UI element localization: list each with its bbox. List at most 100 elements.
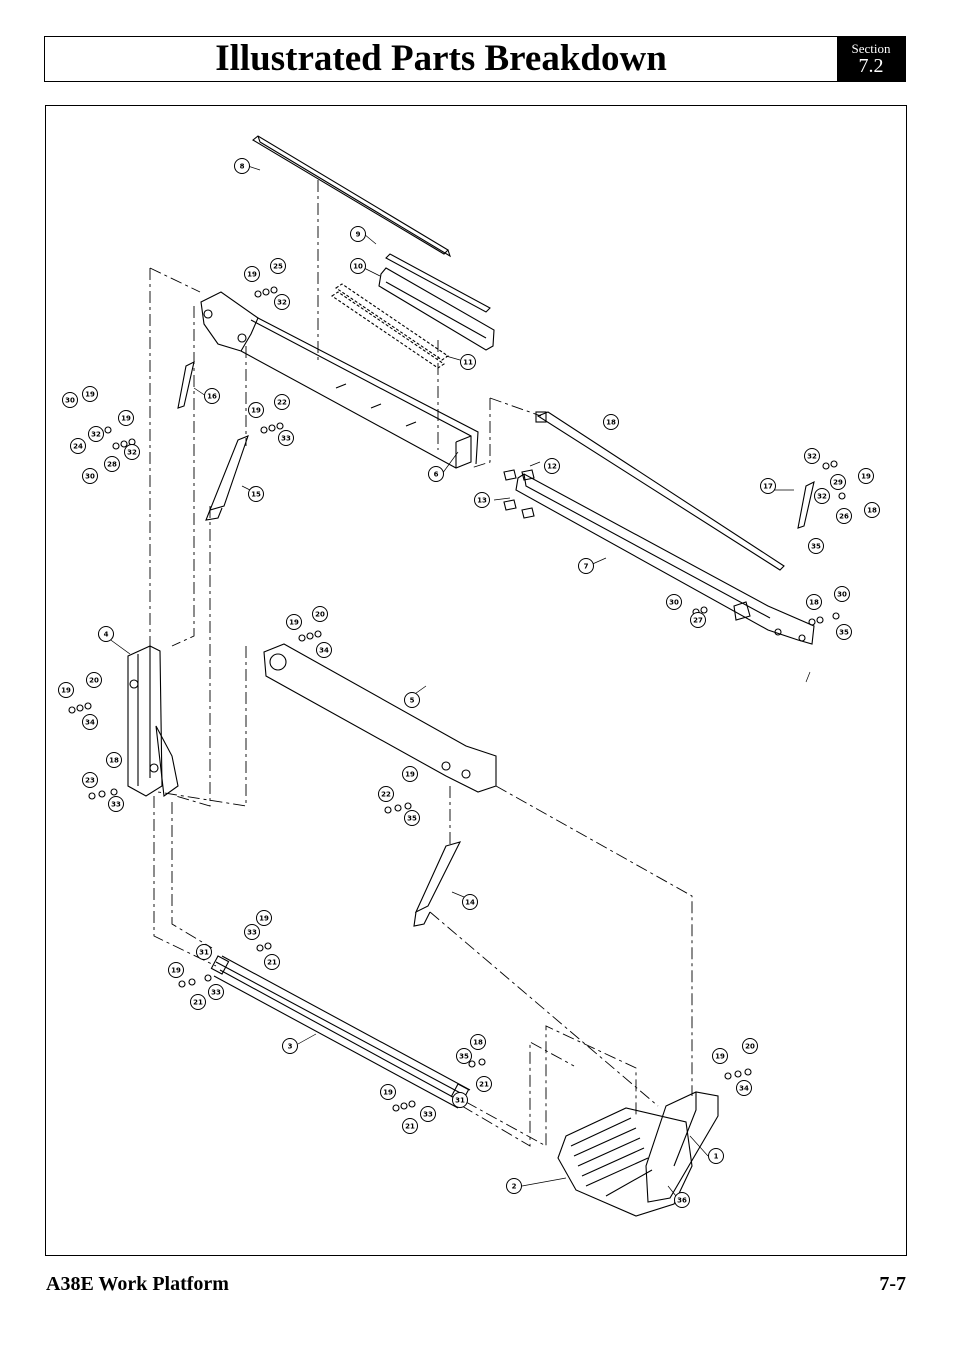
callout-19-g: 19 — [58, 682, 74, 698]
svg-text:18: 18 — [473, 1039, 483, 1047]
svg-text:15: 15 — [251, 491, 261, 499]
svg-text:31: 31 — [199, 949, 209, 957]
callout-18-e: 18 — [470, 1034, 486, 1050]
svg-text:30: 30 — [85, 473, 95, 481]
svg-text:33: 33 — [423, 1111, 433, 1119]
callout-21-d: 21 — [402, 1118, 418, 1134]
callout-18-d: 18 — [106, 752, 122, 768]
svg-text:14: 14 — [465, 899, 475, 907]
part-14-cylinder — [413, 841, 462, 927]
callout-19-i: 19 — [256, 910, 272, 926]
callout-33-d: 33 — [208, 984, 224, 1000]
svg-text:19: 19 — [171, 967, 181, 975]
callout-11: 11 — [460, 354, 476, 370]
callout-32-a: 32 — [274, 294, 290, 310]
svg-text:29: 29 — [833, 479, 843, 487]
svg-text:4: 4 — [104, 631, 109, 639]
svg-text:24: 24 — [73, 443, 83, 451]
page-title: Illustrated Parts Breakdown — [215, 38, 667, 79]
callout-1: 1 — [708, 1148, 724, 1164]
svg-text:10: 10 — [353, 263, 363, 271]
callout-22-a: 22 — [274, 394, 290, 410]
part-15-cylinder — [205, 435, 249, 521]
parts-diagram-frame: 8 9 10 11 6 18 12 13 7 17 15 16 4 5 14 3… — [45, 105, 907, 1256]
svg-text:19: 19 — [259, 915, 269, 923]
callout-13: 13 — [474, 492, 490, 508]
svg-text:23: 23 — [85, 777, 95, 785]
callout-19-d: 19 — [248, 402, 264, 418]
callout-32-d: 32 — [804, 448, 820, 464]
svg-text:20: 20 — [315, 611, 325, 619]
callout-33-a: 33 — [278, 430, 294, 446]
part-8-strip — [252, 135, 451, 258]
svg-text:32: 32 — [91, 431, 101, 439]
svg-text:28: 28 — [107, 461, 117, 469]
part-7-mid-boom — [515, 473, 815, 645]
callout-35-c: 35 — [404, 810, 420, 826]
callout-10: 10 — [350, 258, 366, 274]
callout-18-c: 18 — [806, 594, 822, 610]
section-badge: Section 7.2 — [837, 37, 905, 81]
callout-21-a: 21 — [264, 954, 280, 970]
callout-26: 26 — [836, 508, 852, 524]
callout-32-b: 32 — [88, 426, 104, 442]
callout-33-c: 33 — [244, 924, 260, 940]
hardware-glyphs — [68, 286, 846, 1112]
callout-19-c: 19 — [118, 410, 134, 426]
callout-19-h: 19 — [402, 766, 418, 782]
callout-22-b: 22 — [378, 786, 394, 802]
svg-text:27: 27 — [693, 617, 703, 625]
svg-text:25: 25 — [273, 263, 283, 271]
svg-text:19: 19 — [61, 687, 71, 695]
svg-text:19: 19 — [121, 415, 131, 423]
part-2-counterweight — [557, 1107, 693, 1217]
callout-19-e: 19 — [858, 468, 874, 484]
svg-text:22: 22 — [381, 791, 391, 799]
svg-text:33: 33 — [111, 801, 121, 809]
callout-balloons: 8 9 10 11 6 18 12 13 7 17 15 16 4 5 14 3… — [58, 158, 880, 1208]
section-number: 7.2 — [858, 55, 884, 77]
callout-20-c: 20 — [742, 1038, 758, 1054]
svg-text:34: 34 — [85, 719, 95, 727]
svg-text:19: 19 — [405, 771, 415, 779]
callout-30-a: 30 — [62, 392, 78, 408]
part-6-upper-boom — [200, 291, 479, 469]
svg-text:19: 19 — [85, 391, 95, 399]
svg-text:19: 19 — [715, 1053, 725, 1061]
svg-text:33: 33 — [247, 929, 257, 937]
callout-2: 2 — [506, 1178, 522, 1194]
svg-text:35: 35 — [839, 629, 849, 637]
callout-31-b: 31 — [452, 1092, 468, 1108]
svg-text:35: 35 — [459, 1053, 469, 1061]
callout-8: 8 — [234, 158, 250, 174]
part-5-lower-boom — [263, 643, 497, 793]
svg-text:11: 11 — [463, 359, 473, 367]
callout-4: 4 — [98, 626, 114, 642]
callout-19-l: 19 — [712, 1048, 728, 1064]
svg-text:19: 19 — [383, 1089, 393, 1097]
svg-text:3: 3 — [288, 1043, 293, 1051]
svg-text:34: 34 — [319, 647, 329, 655]
callout-36: 36 — [674, 1192, 690, 1208]
svg-text:5: 5 — [410, 697, 415, 705]
svg-text:30: 30 — [837, 591, 847, 599]
callout-19-f: 19 — [286, 614, 302, 630]
callout-19-b: 19 — [82, 386, 98, 402]
svg-text:16: 16 — [207, 393, 217, 401]
svg-text:17: 17 — [763, 483, 773, 491]
svg-text:7: 7 — [584, 563, 589, 571]
callout-35-d: 35 — [456, 1048, 472, 1064]
section-label: Section — [851, 41, 891, 56]
svg-text:31: 31 — [455, 1097, 465, 1105]
callout-21-b: 21 — [190, 994, 206, 1010]
svg-text:18: 18 — [109, 757, 119, 765]
svg-text:6: 6 — [434, 471, 439, 479]
svg-text:13: 13 — [477, 497, 487, 505]
callout-30-c: 30 — [666, 594, 682, 610]
callout-19-j: 19 — [168, 962, 184, 978]
callout-12: 12 — [544, 458, 560, 474]
callout-32-c: 32 — [124, 444, 140, 460]
callout-34-c: 34 — [736, 1080, 752, 1096]
callout-15: 15 — [248, 486, 264, 502]
svg-text:30: 30 — [669, 599, 679, 607]
